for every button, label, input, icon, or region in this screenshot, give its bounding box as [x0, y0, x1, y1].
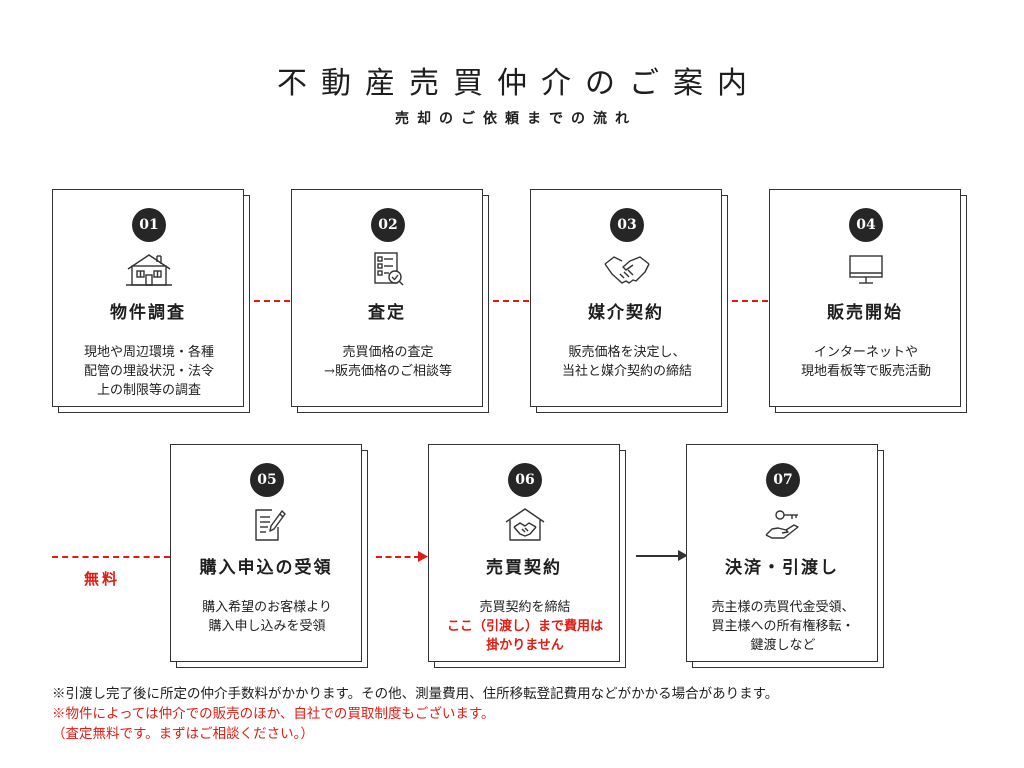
step-number-badge: 04	[849, 208, 883, 242]
free-label: 無料	[84, 570, 121, 588]
connector-05-06	[376, 556, 420, 558]
connector-free-05	[52, 556, 170, 558]
checklist-search-icon	[374, 252, 404, 286]
cost-note: ここ（引渡し）まで費用は	[446, 619, 603, 634]
step-description: 販売価格を決定し、 当社と媒介契約の締結	[561, 345, 692, 379]
step-description: 現地や周辺環境・各種 配管の埋設状況・法令 上の制限等の調査	[83, 345, 214, 398]
house-icon	[126, 254, 172, 286]
step-card-06: 06 売買契約 売買契約を締結 ここ（引渡し）まで費用は 掛かりません	[428, 444, 626, 668]
house-handshake-icon	[505, 508, 545, 541]
page-title: 不動産売買仲介のご案内	[277, 66, 761, 101]
step-card-03: 03 媒介契約 販売価格を決定し、 当社と媒介契約の締結	[530, 189, 728, 413]
note-fee: ※引渡し完了後に所定の仲介手数料がかかります。その他、測量費用、住所移転登記費用…	[52, 686, 779, 702]
step-number-badge: 03	[610, 208, 644, 242]
cost-note: 掛かりません	[486, 638, 564, 653]
step-card-01: 01 物件調査 現地や周辺環境・各種 配管の埋設状況・法令 上の制限等の調査	[52, 189, 250, 413]
arrow-06-07	[678, 550, 688, 561]
step-number-badge: 06	[508, 463, 542, 497]
arrow-05-06	[418, 551, 428, 562]
step-title: 決済・引渡し	[725, 558, 839, 578]
step-title: 媒介契約	[588, 303, 664, 323]
connector-01-02	[244, 300, 290, 302]
step-number-badge: 01	[132, 208, 166, 242]
step-description: 売主様の売買代金受領、 買主様への所有権移転・ 鍵渡しなど	[711, 600, 855, 653]
step-card-05: 05 購入申込の受領 購入希望のお客様より 購入申し込みを受領	[170, 444, 368, 668]
step-description: 購入希望のお客様より 購入申し込みを受領	[202, 600, 332, 634]
step-number-badge: 07	[766, 463, 800, 497]
step-number-badge: 02	[371, 208, 405, 242]
step-title: 購入申込の受領	[199, 558, 333, 578]
note-free-appraisal: （査定無料です。まずはご相談ください。）	[52, 726, 314, 742]
handshake-icon	[604, 256, 650, 284]
key-hand-icon	[765, 510, 799, 539]
connector-02-03	[483, 300, 529, 302]
document-pen-icon	[255, 509, 286, 541]
step-description: 売買価格の査定 →販売価格のご相談等	[324, 345, 452, 379]
monitor-icon	[849, 255, 883, 284]
note-buyback: ※物件によっては仲介での販売のほか、自社での買取制度もございます。	[52, 706, 495, 722]
step-description: 売買契約を締結 ここ（引渡し）まで費用は 掛かりません	[439, 598, 611, 655]
page-subtitle: 売却のご依頼までの流れ	[395, 111, 637, 127]
footnotes: ※引渡し完了後に所定の仲介手数料がかかります。その他、測量費用、住所移転登記費用…	[52, 684, 778, 744]
step-number-badge: 05	[250, 463, 284, 497]
step-title: 販売開始	[827, 303, 903, 323]
step-card-07: 07 決済・引渡し 売主様の売買代金受領、 買主様への所有権移転・ 鍵渡しなど	[686, 444, 884, 668]
connector-06-07	[636, 555, 680, 557]
connector-03-04	[722, 300, 768, 302]
step-title: 査定	[368, 303, 406, 323]
step-description: インターネットや 現地看板等で販売活動	[800, 345, 931, 379]
step-title: 物件調査	[110, 303, 186, 323]
step-card-02: 02 査定 売買価格の査定 →販売価格のご相談等	[291, 189, 489, 413]
step-title: 売買契約	[486, 558, 562, 578]
step-card-04: 04 販売開始 インターネットや 現地看板等で販売活動	[769, 189, 967, 413]
